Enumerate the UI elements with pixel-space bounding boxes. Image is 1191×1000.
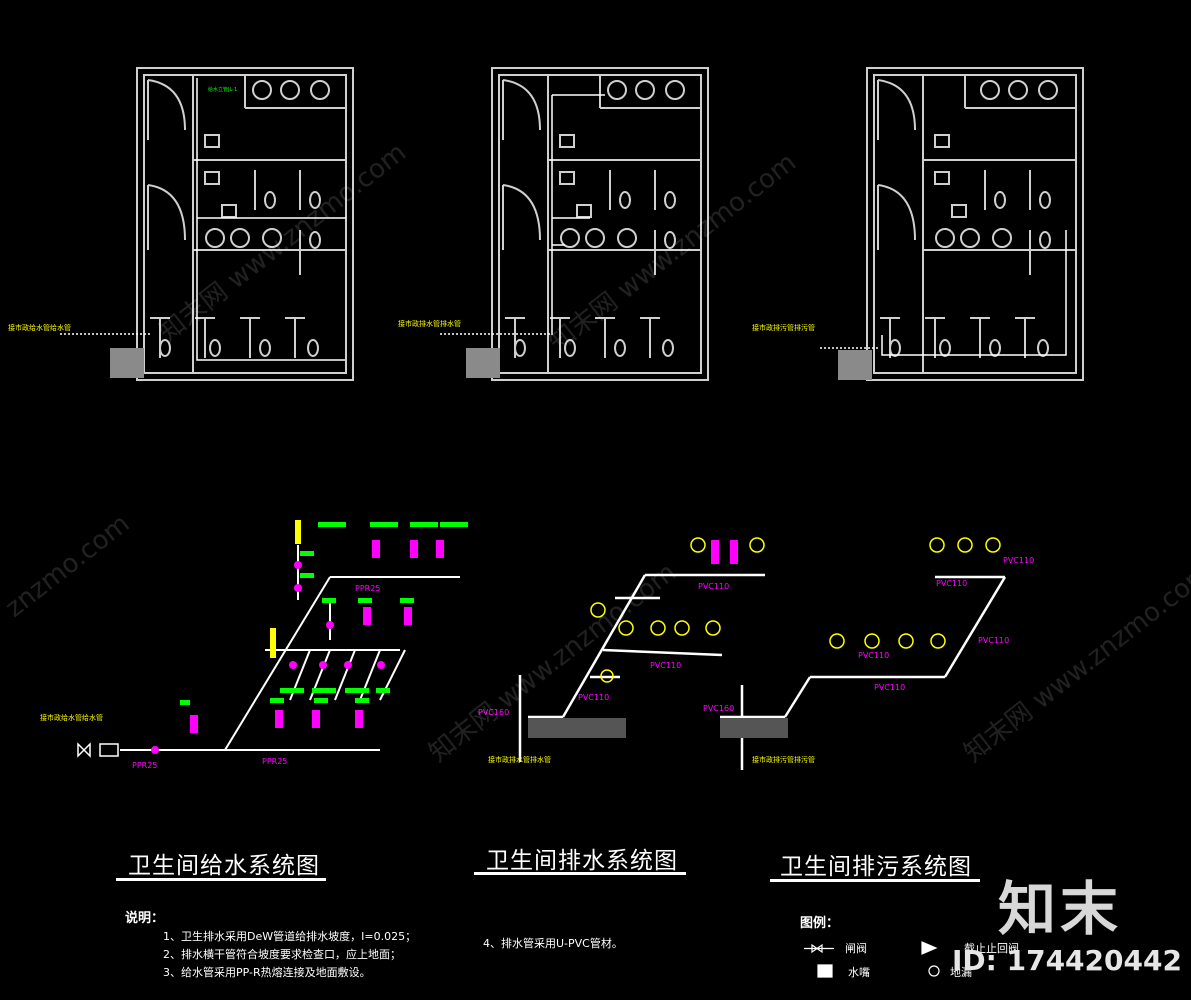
sewage-outlet-label: 接市政排污管排污管	[752, 755, 815, 764]
plan-1-green-tag: 给水立管JL-1	[208, 86, 237, 93]
sewage-title: 卫生间排污系统图	[780, 854, 972, 880]
sewage-ground	[720, 718, 788, 738]
supply-pipe-label-1: PPR25	[132, 761, 157, 770]
sewage-title-underline	[770, 879, 980, 882]
sewage-pipes	[720, 575, 1007, 770]
notes-heading: 说明：	[125, 911, 165, 926]
drain-fixtures	[590, 537, 765, 683]
drain-pipe-label-4: PVC160	[478, 708, 509, 717]
sewage-pipe-label-5: PVC110	[874, 683, 905, 692]
image-id: ID: 174420442	[952, 944, 1182, 977]
sewage-pipe-label-2: PVC110	[936, 579, 967, 588]
sewage-pipe-label-6: PVC160	[703, 704, 734, 713]
plan-2-meter-block	[466, 348, 500, 378]
supply-pipe-label-2: PPR25	[262, 757, 287, 766]
drain-pipe-label-3: PVC110	[578, 693, 609, 702]
legend-label-tap: 水嘴	[848, 966, 870, 979]
legend-heading: 图例：	[800, 916, 840, 931]
supply-title-underline	[116, 878, 326, 881]
sewage-pipe-label-4: PVC110	[858, 651, 889, 660]
sewage-pipe-label-3: PVC110	[978, 636, 1009, 645]
drain-note: 4、排水管采用U-PVC管材。	[483, 937, 623, 950]
drain-pipe-label-1: PVC110	[698, 582, 729, 591]
floor-plan-2	[491, 67, 709, 381]
plan-3-label: 接市政排污管排污管	[752, 323, 815, 332]
drain-title: 卫生间排水系统图	[486, 848, 678, 874]
floor-drain-icon	[928, 965, 940, 977]
supply-pipes	[120, 545, 460, 751]
notes-item-2: 2、排水横干管符合坡度要求检查口，应上地面；	[163, 948, 401, 961]
plan-1-label: 接市政给水管给水管	[8, 323, 71, 332]
plan-3-meter-block	[838, 350, 872, 380]
notes: 说明： 1、卫生排水采用DeW管道给排水坡度，I=0.025； 2、排水横干管符…	[125, 910, 416, 982]
check-valve-icon	[921, 941, 938, 955]
sewage-pipe-label-1: PVC110	[1003, 556, 1034, 565]
drain-outlet-label: 接市政排水管排水管	[488, 755, 551, 764]
supply-inlet-label: 接市政给水管给水管	[40, 713, 103, 722]
supply-fixtures	[151, 540, 444, 754]
supply-title: 卫生间给水系统图	[128, 853, 320, 879]
gate-valve-icon	[804, 943, 834, 954]
legend-label-valve: 闸阀	[845, 942, 867, 955]
supply-pipe-label-3: PPR25	[355, 584, 380, 593]
drain-pipe-label-2: PVC110	[650, 661, 681, 670]
legend-label-drain: 地漏	[950, 966, 972, 979]
supply-yellow-tags	[270, 520, 301, 658]
brand-logo: 知末	[998, 875, 1123, 943]
tap-icon	[817, 964, 833, 978]
legend-label-check: 截止止回阀	[964, 942, 1019, 955]
plan-1-meter-block	[110, 348, 144, 378]
notes-item-3: 3、给水管采用PP-R热熔连接及地面敷设。	[163, 966, 371, 979]
drain-title-underline	[474, 872, 686, 875]
legend-symbols	[804, 941, 940, 978]
supply-inlet-valve	[77, 742, 119, 758]
plan-1-pipes	[60, 78, 346, 361]
drain-ground	[528, 718, 626, 738]
sewage-fixtures	[829, 537, 1001, 649]
drain-pipes	[518, 573, 765, 762]
drain-magenta	[711, 540, 738, 564]
notes-item-1: 1、卫生排水采用DeW管道给排水坡度，I=0.025；	[163, 930, 417, 943]
floor-plan-1	[136, 67, 354, 381]
plan-2-pipes	[440, 94, 605, 335]
plan-3-pipes	[820, 230, 1067, 356]
floor-plan-3	[866, 67, 1084, 381]
plan-2-label: 接市政排水管排水管	[398, 319, 461, 328]
supply-green-tags	[180, 522, 468, 705]
